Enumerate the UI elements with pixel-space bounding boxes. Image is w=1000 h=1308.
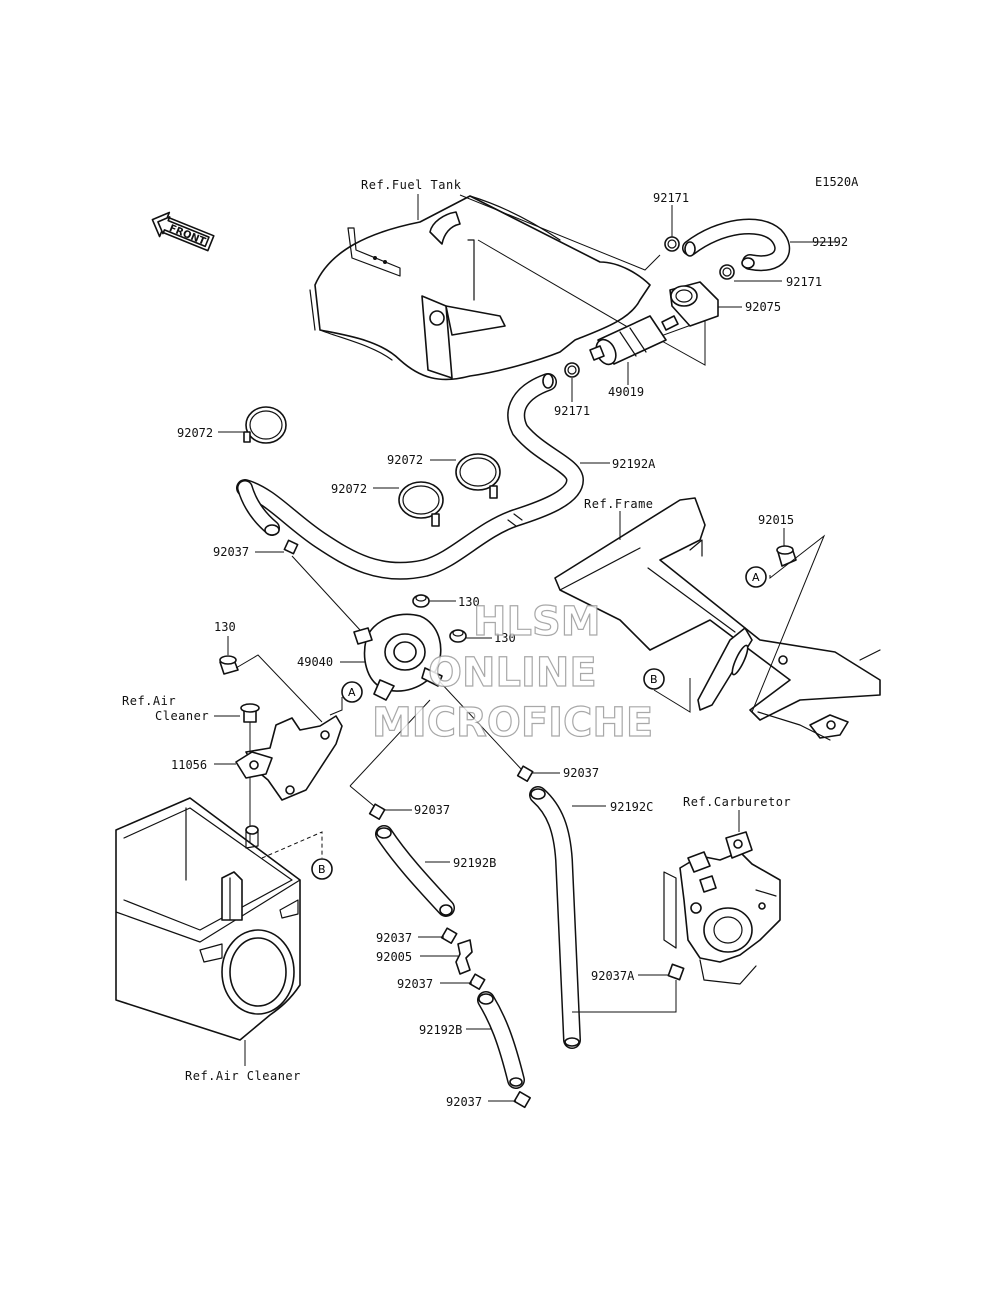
joint-92005-icon bbox=[455, 939, 473, 975]
part-92037-left-label: 92037 bbox=[213, 545, 249, 559]
ref-air-cleaner-bottom-label: Ref.Air Cleaner bbox=[185, 1069, 301, 1083]
part-92037-bottom-label: 92037 bbox=[446, 1095, 482, 1109]
callout-a-right: A bbox=[745, 566, 767, 588]
callout-b-right-text: B bbox=[650, 673, 658, 686]
part-92075-label: 92075 bbox=[745, 300, 781, 314]
part-92192A-label: 92192A bbox=[612, 457, 656, 471]
ref-frame-label: Ref.Frame bbox=[584, 497, 654, 511]
ref-air-cleaner-top-label-2: Cleaner bbox=[155, 709, 209, 723]
front-arrow-icon: FRONT bbox=[151, 211, 215, 252]
hose-92192B-bottom bbox=[477, 991, 525, 1089]
callout-b-left-text: B bbox=[318, 863, 326, 876]
bolt-92015-icon bbox=[776, 545, 797, 567]
part-49040-label: 49040 bbox=[297, 655, 333, 669]
part-92192C-label: 92192C bbox=[610, 800, 653, 814]
part-49019-label: 49019 bbox=[608, 385, 644, 399]
clamp-92037-bottom-icon bbox=[513, 1091, 531, 1109]
clamp-92037-lower2-icon bbox=[468, 973, 486, 990]
part-92192B-top-label: 92192B bbox=[453, 856, 496, 870]
clamp-92037A-icon bbox=[667, 963, 685, 981]
part-92072-top-label: 92072 bbox=[177, 426, 213, 440]
part-92037-lower1-label: 92037 bbox=[376, 931, 412, 945]
callout-a-left: A bbox=[341, 681, 363, 703]
band-92072-mid-icon bbox=[455, 453, 501, 499]
band-92072-low-icon bbox=[398, 481, 444, 527]
part-92037A-label: 92037A bbox=[591, 969, 635, 983]
bracket-11056 bbox=[235, 751, 273, 779]
diagram-code: E1520A bbox=[815, 175, 859, 189]
callout-b-left: B bbox=[311, 858, 333, 880]
watermark-line-2: ONLINE bbox=[428, 650, 597, 696]
part-11056-label: 11056 bbox=[171, 758, 207, 772]
clamp-92171-top-icon bbox=[664, 236, 680, 252]
part-92171-mid-label: 92171 bbox=[554, 404, 590, 418]
carburetor-ref-drawing bbox=[663, 831, 781, 985]
hose-92192A bbox=[236, 373, 585, 580]
pump-mounting-bracket bbox=[245, 715, 343, 801]
part-92037-mid-right-label: 92037 bbox=[563, 766, 599, 780]
ref-fuel-tank-label: Ref.Fuel Tank bbox=[361, 178, 462, 192]
part-92015-label: 92015 bbox=[758, 513, 794, 527]
hose-92192 bbox=[682, 218, 791, 272]
part-92037-mid-label: 92037 bbox=[414, 803, 450, 817]
fuel-pump-49040 bbox=[353, 613, 443, 701]
band-92072-top-icon bbox=[243, 406, 287, 444]
clamp-92171-right-icon bbox=[719, 264, 735, 280]
part-92171-right-label: 92171 bbox=[786, 275, 822, 289]
bolt-130-mid-icon bbox=[449, 629, 467, 643]
part-92037-lower2-label: 92037 bbox=[397, 977, 433, 991]
filter-bracket-92075 bbox=[669, 281, 719, 327]
part-92171-top-label: 92171 bbox=[653, 191, 689, 205]
fuel-filter-49019 bbox=[589, 315, 679, 366]
clamp-92037-lower1-icon bbox=[440, 927, 458, 944]
air-cleaner-bolt-icon bbox=[240, 703, 260, 723]
hose-92192C bbox=[529, 786, 581, 1049]
callout-b-right: B bbox=[643, 668, 665, 690]
part-92005-label: 92005 bbox=[376, 950, 412, 964]
part-92072-mid-label: 92072 bbox=[387, 453, 423, 467]
part-130-mid-label: 130 bbox=[494, 631, 516, 645]
callout-a-left-text: A bbox=[348, 686, 356, 699]
bolt-130-top-icon bbox=[412, 594, 430, 608]
ref-carburetor-label: Ref.Carburetor bbox=[683, 795, 791, 809]
air-cleaner-ref-drawing bbox=[115, 797, 301, 1041]
clamp-92037-mid-icon bbox=[368, 803, 386, 820]
bolt-130-left-icon bbox=[219, 655, 239, 675]
frame-ref-drawing bbox=[554, 497, 881, 741]
part-130-top-label: 130 bbox=[458, 595, 480, 609]
watermark: HLSM ONLINE MICROFICHE bbox=[371, 598, 653, 746]
fuel-tank-ref-drawing bbox=[309, 195, 651, 381]
part-130-left-label: 130 bbox=[214, 620, 236, 634]
clamp-92171-mid-icon bbox=[564, 362, 580, 378]
callout-a-right-text: A bbox=[752, 571, 760, 584]
ref-air-cleaner-top-label-1: Ref.Air bbox=[122, 694, 176, 708]
clamp-92037-mid-right-icon bbox=[516, 765, 534, 782]
part-92072-low-label: 92072 bbox=[331, 482, 367, 496]
hose-92192B-top bbox=[375, 825, 455, 917]
part-92192-label: 92192 bbox=[812, 235, 848, 249]
watermark-line-3: MICROFICHE bbox=[372, 700, 653, 746]
part-92192B-bottom-label: 92192B bbox=[419, 1023, 462, 1037]
watermark-line-1: HLSM bbox=[473, 599, 601, 645]
clamp-92037-left-icon bbox=[283, 539, 299, 555]
